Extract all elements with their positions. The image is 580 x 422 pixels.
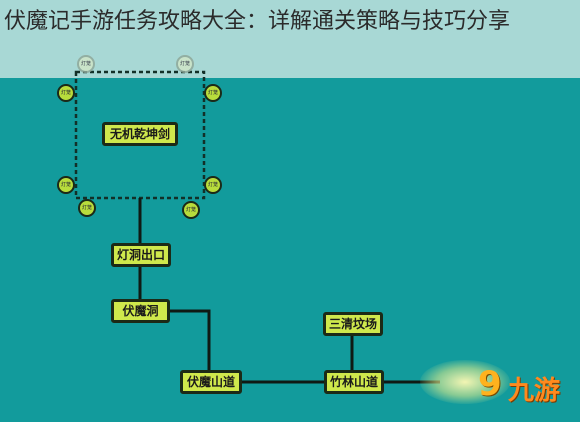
lamp-icon: 灯笼 <box>204 176 222 194</box>
lamp-icon: 灯笼 <box>182 201 200 219</box>
lamp-icon: 灯笼 <box>57 176 75 194</box>
page-title: 伏魔记手游任务攻略大全：详解通关策略与技巧分享 <box>4 9 511 34</box>
lamp-icon: 灯笼 <box>77 55 95 73</box>
logo-nine: 9 <box>478 364 502 404</box>
node-fumo-cave: 伏魔洞 <box>111 299 170 323</box>
lamp-icon: 灯笼 <box>78 199 96 217</box>
node-bamboo-mountain-road: 竹林山道 <box>324 370 384 394</box>
node-fumo-mountain-road: 伏魔山道 <box>180 370 242 394</box>
node-sanqing-graveyard: 三清坟场 <box>323 312 383 336</box>
title-band: 伏魔记手游任务攻略大全：详解通关策略与技巧分享 <box>0 0 580 78</box>
node-wuji-qiankun-sword: 无机乾坤剑 <box>102 122 178 146</box>
lamp-icon: 灯笼 <box>57 84 75 102</box>
logo-brand: 九游 <box>508 376 561 406</box>
lamp-icon: 灯笼 <box>204 84 222 102</box>
node-lamp-cave-exit: 灯洞出口 <box>111 243 171 267</box>
exit-glow <box>420 360 510 404</box>
lamp-icon: 灯笼 <box>176 55 194 73</box>
